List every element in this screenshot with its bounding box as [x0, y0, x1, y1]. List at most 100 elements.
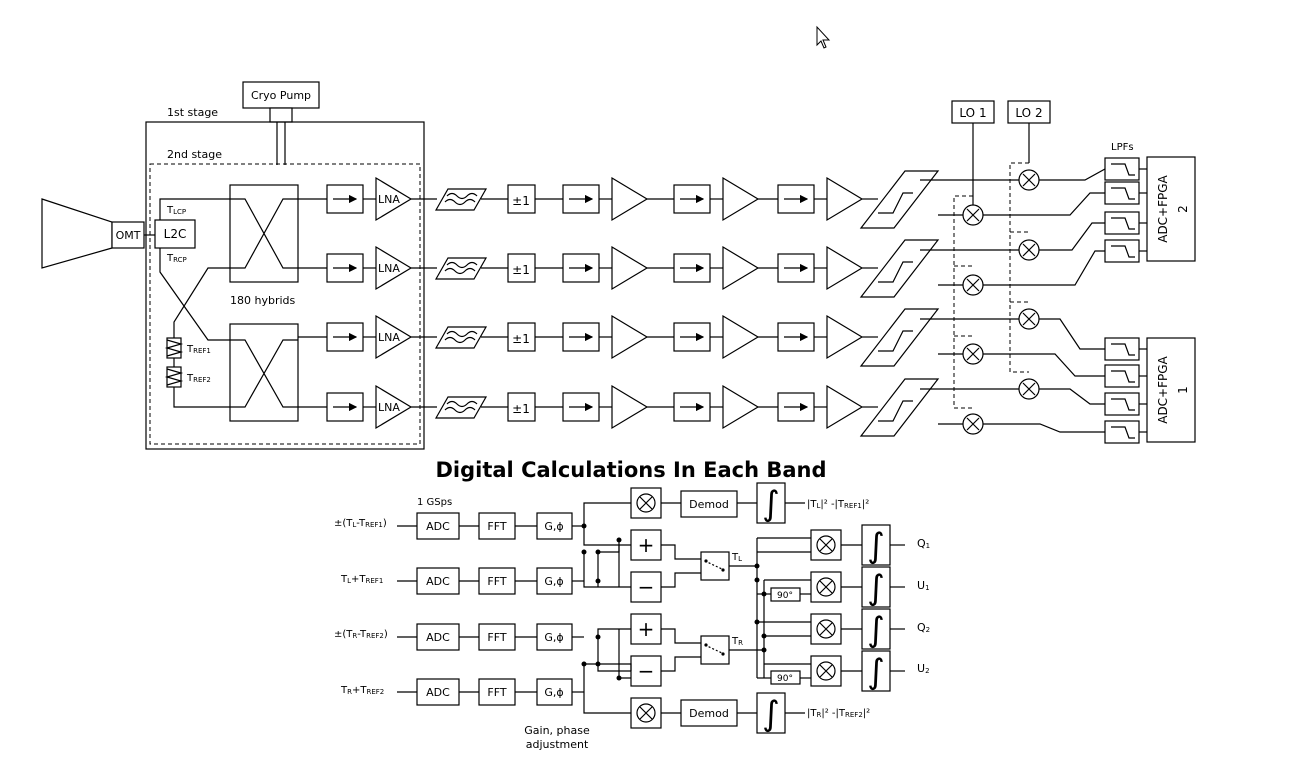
multiply-icon	[816, 577, 836, 597]
adc-fpga-1-box	[1146, 337, 1196, 443]
lpf-top-3	[1104, 211, 1140, 235]
multiply-icon	[816, 661, 836, 681]
lo2-label: LO 2	[1015, 106, 1042, 120]
multiply-icon	[816, 535, 836, 555]
multiply-icon	[636, 493, 656, 513]
lo1-label: LO 1	[959, 106, 986, 120]
lpf-wire	[983, 423, 1111, 433]
multiply-icon	[1022, 243, 1036, 257]
cryostat: Cryo Pump 1st stage 2nd stage OMT L2C TL…	[41, 81, 425, 450]
junction-dot	[595, 549, 601, 555]
omt-label: OMT	[116, 229, 141, 242]
lpf-bottom-2	[1104, 364, 1140, 388]
wire	[597, 628, 631, 637]
l2c-label: L2C	[164, 227, 187, 241]
integrator-stokes-4	[861, 650, 891, 692]
lowpass-icon	[1111, 217, 1135, 230]
integrator-stokes-2	[861, 566, 891, 608]
output-top-label: |TL|² -|TREF1|²	[807, 499, 869, 510]
lna-amplifier-label: LNA	[378, 331, 400, 344]
switch-contact	[721, 568, 725, 572]
switch-tl	[700, 551, 730, 581]
demod-bottom-label: Demod	[689, 707, 729, 720]
bandpass-filter	[434, 257, 488, 280]
lowpass-icon	[1111, 426, 1135, 439]
fft-box	[478, 567, 516, 595]
integrator-bottom	[756, 692, 786, 734]
switch-tr	[700, 635, 730, 665]
lpf-bottom-4	[1104, 420, 1140, 444]
lowpass-icon	[1111, 245, 1135, 258]
gain-phase-label: G,ϕ	[544, 575, 563, 588]
amplifier-3	[826, 245, 864, 291]
junction-dot	[595, 634, 601, 640]
adder-l	[630, 529, 662, 561]
lowpass-icon	[1111, 163, 1135, 176]
demod-top-label: Demod	[689, 498, 729, 511]
integral-icon: ∫	[867, 610, 885, 650]
lpf-bottom-1	[1104, 337, 1140, 361]
lowpass-icon	[1111, 398, 1135, 411]
junction-dot	[595, 578, 601, 584]
rf-chain-1: LNA±1	[298, 170, 940, 229]
junction-dot	[616, 675, 622, 681]
adc-label: ADC	[426, 575, 450, 588]
cryo-pump-box	[242, 81, 320, 109]
lna-amplifier	[375, 384, 413, 430]
fft-label: FFT	[487, 686, 506, 699]
subtractor-r	[630, 655, 662, 687]
switch-contact	[704, 643, 708, 647]
phase-switch-label: ±1	[512, 402, 530, 416]
q2-label: Q2	[917, 621, 930, 634]
lna-amplifier-label: LNA	[378, 401, 400, 414]
amplifier-2	[722, 245, 760, 291]
u2-label: U2	[917, 662, 930, 675]
switch-icon	[704, 644, 725, 655]
lpf-top-4	[1104, 239, 1140, 263]
adc-fpga-1-number: 1	[1176, 386, 1190, 394]
amplifier-1	[611, 245, 649, 291]
first-stage-label: 1st stage	[167, 106, 218, 119]
lpf-wire	[983, 250, 1111, 286]
lpf-top-2	[1104, 181, 1140, 205]
fft-label: FFT	[487, 520, 506, 533]
rf-chain-4: LNA ±1	[298, 378, 940, 437]
lpf-wire	[1039, 318, 1111, 350]
filter-icon	[444, 192, 478, 206]
lpf-wire	[1039, 222, 1111, 251]
gain-phase-label-2: adjustment	[526, 738, 589, 751]
filter-icon	[444, 400, 478, 414]
integral-icon: ∫	[867, 526, 885, 566]
diplexer-icon	[878, 330, 913, 352]
adc-box	[416, 623, 460, 651]
amplifier-1	[611, 314, 649, 360]
junction-dot	[581, 661, 587, 667]
lowpass-icon	[1111, 370, 1135, 383]
gain-phase-label: G,ϕ	[544, 631, 563, 644]
fft-box	[478, 512, 516, 540]
integrator-stokes-3	[861, 608, 891, 650]
gain-phase-label-1: Gain, phase	[524, 724, 590, 737]
diplexer-icon	[878, 192, 913, 214]
demod-bottom	[680, 699, 738, 727]
integral-icon: ∫	[867, 568, 885, 608]
wire	[661, 572, 701, 588]
multiply-icon-cross	[639, 496, 653, 510]
wire	[583, 692, 631, 714]
bandpass-filter	[434, 188, 488, 211]
switch-contact	[721, 652, 725, 656]
multiply-icon	[966, 208, 980, 222]
lo-section: LO 1 LO 2 LPFs	[951, 100, 1134, 409]
output-bottom-label: |TR|² -|TREF2|²	[807, 708, 870, 719]
omt-box	[111, 221, 145, 249]
adc-fpga-2-number: 2	[1176, 205, 1190, 213]
phase-switch	[507, 184, 536, 214]
phase-switch-label: ±1	[512, 263, 530, 277]
input-3-label: ±(TR-TREF2)	[334, 629, 388, 640]
adc-fpga-2-label: ADC+FPGA	[1156, 174, 1170, 242]
wire	[597, 637, 631, 672]
t-ref1-label: TREF1	[186, 344, 211, 355]
